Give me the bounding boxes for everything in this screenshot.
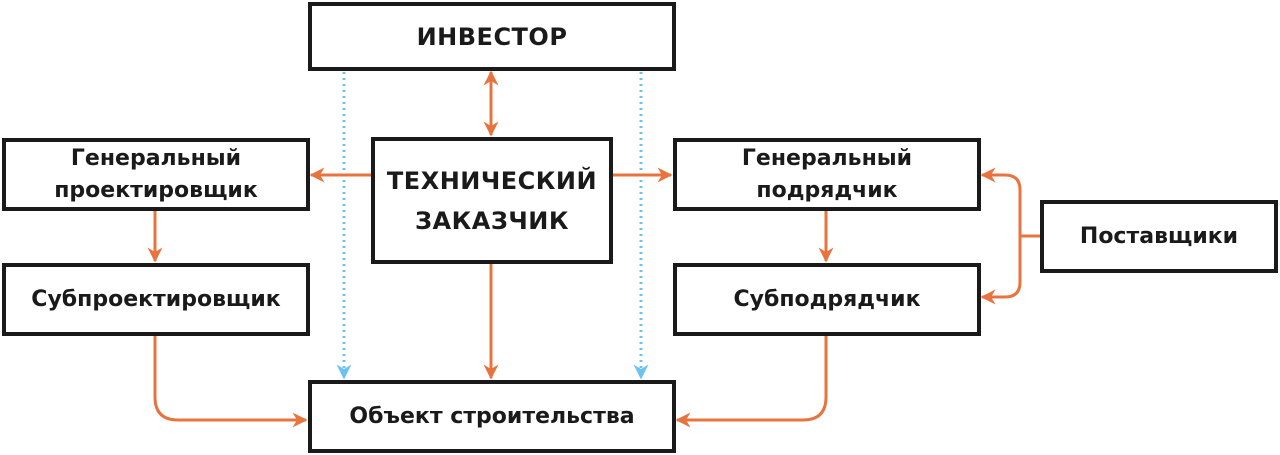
investor-box: ИНВЕСТОР — [308, 2, 676, 71]
arrow-subdesigner-object — [153, 335, 308, 428]
general-designer-label: Генеральный проектировщик — [54, 145, 258, 203]
arrow-suppliers-gen-contractor — [980, 167, 1022, 236]
general-designer-box: Генеральный проектировщик — [2, 138, 310, 211]
construction-object-box: Объект строительства — [308, 380, 676, 453]
investor-label: ИНВЕСТОР — [416, 22, 568, 51]
suppliers-box: Поставщики — [1040, 200, 1278, 273]
subdesigner-box: Субпроектировщик — [2, 263, 310, 336]
subcontractor-box: Субподрядчик — [673, 263, 981, 336]
subcontractor-label: Субподрядчик — [733, 286, 921, 312]
suppliers-label: Поставщики — [1079, 223, 1239, 249]
arrow-suppliers-subcontractor — [980, 236, 1022, 305]
arrow-subcontractor-object — [675, 335, 828, 428]
technical-customer-box: ТЕХНИЧЕСКИЙ ЗАКАЗЧИК — [371, 137, 613, 264]
construction-object-label: Объект строительства — [349, 403, 635, 429]
general-contractor-label: Генеральный подрядчик — [741, 145, 913, 203]
technical-customer-label: ТЕХНИЧЕСКИЙ ЗАКАЗЧИК — [386, 166, 598, 235]
subdesigner-label: Субпроектировщик — [31, 286, 281, 312]
general-contractor-box: Генеральный подрядчик — [673, 138, 981, 211]
